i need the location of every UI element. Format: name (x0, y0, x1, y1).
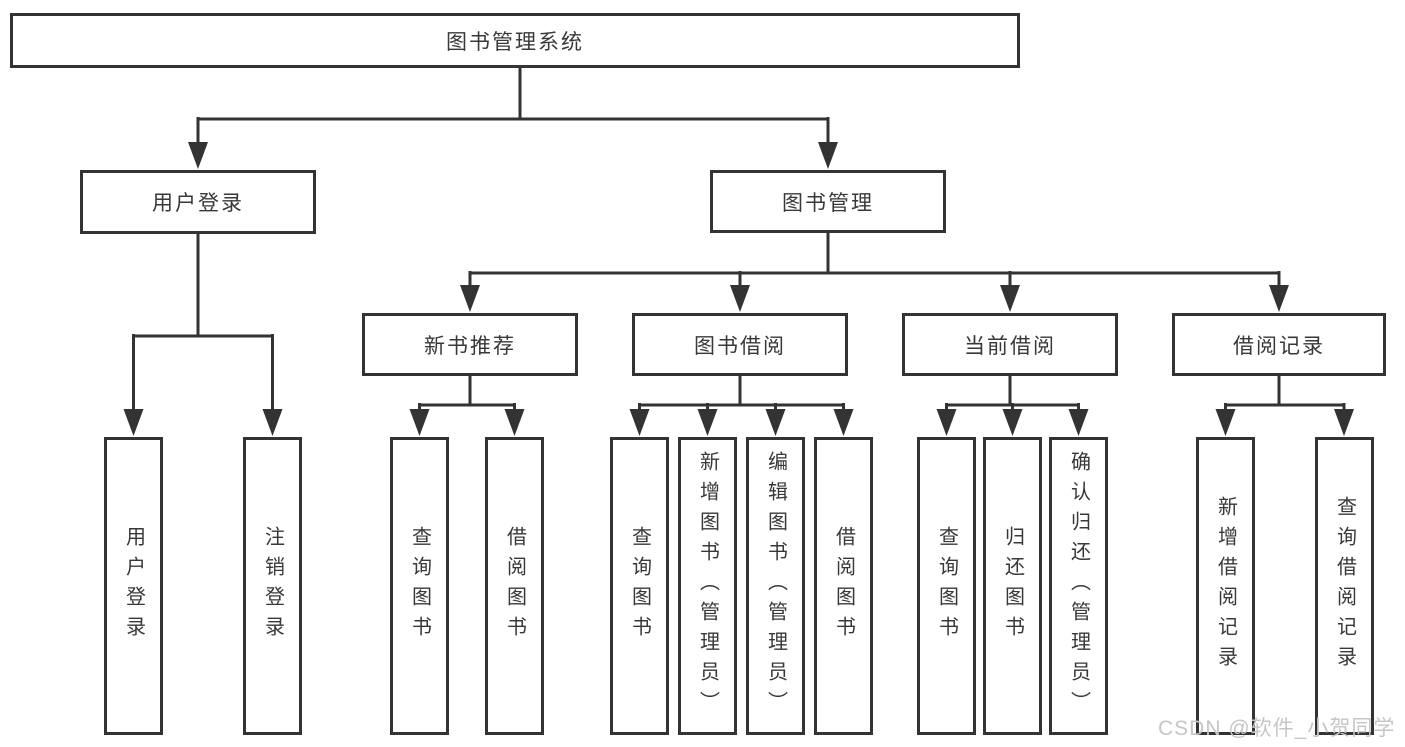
leaf-add-books-admin: 新增图书（管理员） (678, 437, 737, 735)
node-label: 查询图书 (628, 526, 651, 646)
node-label: 新增借阅记录 (1214, 496, 1237, 676)
tree-edges (132, 68, 1346, 414)
node-label: 查询图书 (408, 526, 431, 646)
node-label: 查询图书 (935, 526, 958, 646)
leaf-query-borrow-record: 查询借阅记录 (1315, 437, 1374, 735)
node-label: 借阅图书 (832, 526, 855, 646)
node-label: 用户登录 (122, 526, 145, 646)
node-label: 归还图书 (1001, 526, 1024, 646)
node-new-book-recommendation: 新书推荐 (362, 313, 578, 376)
node-current-borrowing: 当前借阅 (902, 313, 1118, 376)
node-book-borrowing: 图书借阅 (632, 313, 848, 376)
leaf-borrow-books-borrowing: 借阅图书 (814, 437, 873, 735)
node-library-management-system: 图书管理系统 (10, 13, 1020, 68)
leaf-query-books-current: 查询图书 (917, 437, 976, 735)
leaf-user-login: 用户登录 (104, 437, 163, 735)
leaf-borrow-books-recommend: 借阅图书 (485, 437, 544, 735)
node-label: 借阅图书 (503, 526, 526, 646)
arrowheads (123, 142, 1354, 436)
node-label: 查询借阅记录 (1333, 496, 1356, 676)
node-label: 新书推荐 (424, 334, 516, 358)
leaf-confirm-return-admin: 确认归还（管理员） (1049, 437, 1108, 735)
node-label: 确认归还（管理员） (1067, 451, 1090, 721)
node-user-login: 用户登录 (80, 170, 316, 234)
leaf-add-borrow-record: 新增借阅记录 (1196, 437, 1255, 735)
node-label: 当前借阅 (964, 334, 1056, 358)
leaf-edit-books-admin: 编辑图书（管理员） (746, 437, 805, 735)
node-label: 图书借阅 (694, 334, 786, 358)
node-book-management: 图书管理 (710, 170, 946, 233)
node-label: 图书管理 (782, 191, 874, 215)
node-borrowing-records: 借阅记录 (1172, 313, 1386, 376)
csdn-watermark: CSDN @软件_小贺同学 (1158, 717, 1396, 740)
node-label: 新增图书（管理员） (696, 451, 719, 721)
leaf-query-books-recommend: 查询图书 (390, 437, 449, 735)
node-label: 图书管理系统 (446, 30, 584, 54)
node-label: 借阅记录 (1233, 334, 1325, 358)
leaf-query-books-borrowing: 查询图书 (610, 437, 669, 735)
leaf-return-books: 归还图书 (983, 437, 1042, 735)
leaf-logout: 注销登录 (243, 437, 302, 735)
node-label: 注销登录 (261, 526, 284, 646)
node-label: 用户登录 (152, 192, 244, 215)
node-label: 编辑图书（管理员） (764, 451, 787, 721)
